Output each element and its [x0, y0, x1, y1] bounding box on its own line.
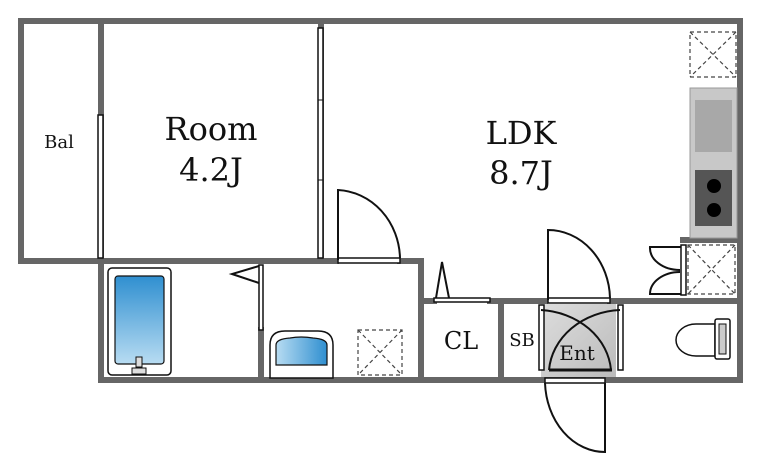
toilet	[675, 318, 731, 360]
entrance-inner-doors[interactable]	[538, 304, 624, 372]
balcony-window[interactable]	[97, 114, 104, 259]
room-label: Room	[165, 110, 258, 148]
entrance-label: Ent	[559, 341, 595, 365]
closet-label: CL	[444, 327, 478, 355]
bath-door[interactable]	[258, 264, 264, 331]
washer-space	[357, 329, 403, 376]
fridge-space	[689, 31, 737, 78]
ldk-door[interactable]	[547, 228, 611, 304]
room-size: 4.2J	[179, 151, 243, 189]
room-sliding-door[interactable]	[317, 27, 324, 259]
entrance-floor	[541, 304, 616, 378]
kitchen-counter	[689, 87, 738, 239]
closet-door[interactable]	[433, 297, 491, 303]
washbasin	[269, 330, 334, 379]
ldk-size: 8.7J	[489, 154, 553, 192]
storage-space	[648, 244, 736, 296]
balcony-label: Bal	[44, 132, 74, 153]
ldk-label: LDK	[486, 114, 558, 152]
stove	[695, 170, 732, 226]
room-door[interactable]	[337, 188, 401, 264]
sink	[695, 100, 732, 152]
bathtub	[107, 267, 172, 376]
bath-door-swing	[228, 265, 260, 284]
front-door[interactable]	[544, 377, 606, 454]
closet-door-swing	[435, 261, 450, 299]
shoe-box-label: SB	[509, 330, 535, 351]
